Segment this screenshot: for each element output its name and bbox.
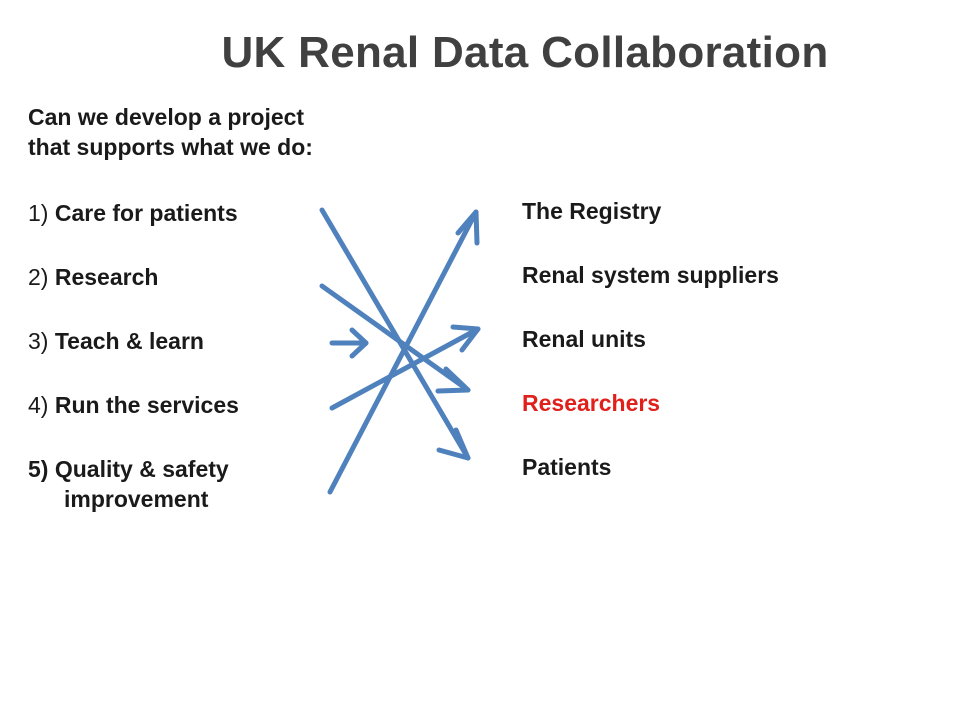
left-item-run-services: 4) Run the services <box>28 392 239 419</box>
left-item-number: 5) <box>28 456 49 482</box>
right-item-patients: Patients <box>522 454 612 480</box>
right-item-researchers: Researchers <box>522 390 661 416</box>
arrow-head-registry <box>455 209 480 246</box>
right-item-registry: The Registry <box>522 198 662 224</box>
intro-question: Can we develop a project that supports w… <box>28 102 313 162</box>
arrow-head-patients <box>436 427 471 461</box>
right-item-renal-units: Renal units <box>522 326 646 352</box>
left-item-label: Teach & learn <box>54 328 204 354</box>
left-item-research: 2) Research <box>28 264 158 291</box>
right-item-renal-system-suppliers: Renal system suppliers <box>522 262 779 288</box>
left-item-number: 4) <box>28 392 49 418</box>
arrow-head-teach <box>349 327 369 359</box>
intro-line-2: that supports what we do: <box>28 134 313 160</box>
left-item-label: Quality & safety <box>54 456 229 482</box>
intro-line-1: Can we develop a project <box>28 104 305 130</box>
left-item-care-for-patients: 1) Care for patients <box>28 200 238 227</box>
left-item-number: 3) <box>28 328 49 354</box>
left-item-label: Run the services <box>54 392 239 418</box>
left-item-number: 1) <box>28 200 49 226</box>
left-item-quality-safety: 5) Quality & safety <box>28 456 229 483</box>
arrow-head-renal-units <box>450 324 481 353</box>
arrow-to-registry <box>327 209 479 495</box>
left-item-quality-safety-continuation: improvement <box>64 486 209 512</box>
slide-title: UK Renal Data Collaboration <box>221 28 829 77</box>
left-item-teach-learn: 3) Teach & learn <box>28 328 204 355</box>
left-item-label: Care for patients <box>54 200 238 226</box>
arrow-to-patients <box>319 207 471 461</box>
left-item-label: Research <box>54 264 159 290</box>
arrow-head-researchers <box>435 366 471 394</box>
left-item-number: 2) <box>28 264 49 290</box>
arrow-to-researchers <box>319 283 471 393</box>
arrow-to-renal-units <box>329 326 481 411</box>
